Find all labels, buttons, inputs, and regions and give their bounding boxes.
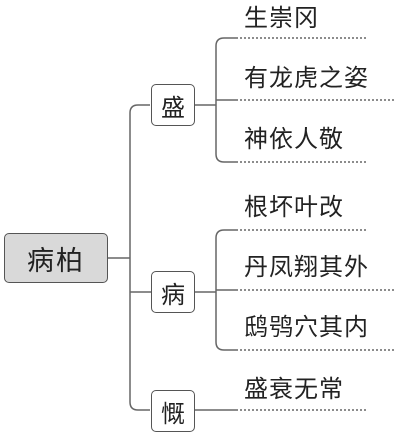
branch-node-label: 病 bbox=[161, 280, 185, 309]
branch-node-sheng: 盛 bbox=[151, 84, 195, 126]
leaf-node: 生崇冈 bbox=[244, 4, 319, 32]
branch-node-label: 慨 bbox=[161, 399, 185, 428]
leaf-node: 盛衰无常 bbox=[244, 375, 344, 403]
leaf-node: 根坏叶改 bbox=[244, 193, 344, 221]
branch-node-label: 盛 bbox=[161, 93, 185, 122]
branch-node-bing: 病 bbox=[151, 271, 195, 313]
root-node: 病柏 bbox=[4, 233, 108, 283]
root-node-label: 病柏 bbox=[27, 245, 85, 277]
leaf-node: 鸱鸮穴其内 bbox=[244, 313, 369, 341]
main-spine bbox=[129, 104, 150, 411]
leaf-node: 神依人敬 bbox=[244, 125, 344, 153]
leaf-node: 丹凤翔其外 bbox=[244, 253, 369, 281]
leaf-node: 有龙虎之姿 bbox=[244, 64, 369, 92]
branch-node-kai: 慨 bbox=[151, 390, 195, 432]
